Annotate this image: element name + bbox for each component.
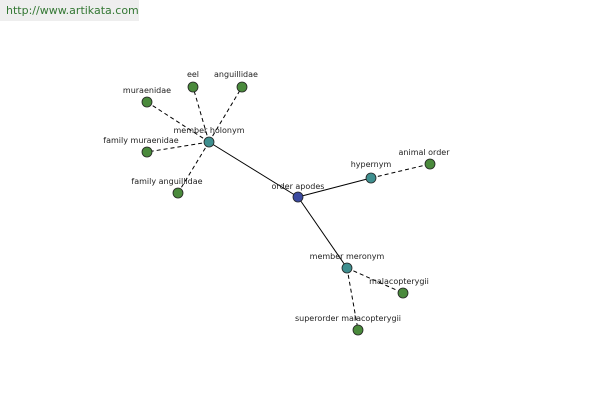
node-animal-order[interactable]: animal order <box>399 148 451 170</box>
node-order-apodes[interactable]: order apodes <box>272 182 325 203</box>
node-member-holonym[interactable]: member holonym <box>173 126 245 148</box>
node-superorder-malacopterygii[interactable]: superorder malacopterygii <box>295 314 401 336</box>
edge-member-holonym-to-family-muraenidae <box>146 141 210 153</box>
edge-order-apodes-to-member-holonym <box>208 141 299 198</box>
node-label: member meronym <box>310 252 385 261</box>
node-marker[interactable] <box>141 146 153 158</box>
node-marker[interactable] <box>141 96 153 108</box>
nodes-layer: order apodes member holonym hypernym member… <box>103 70 451 336</box>
node-muraenidae[interactable]: muraenidae <box>123 86 171 108</box>
site-link[interactable]: http://www.artikata.com <box>0 0 139 21</box>
edge-hypernym-to-animal-order <box>370 163 431 179</box>
node-member-meronym[interactable]: member meronym <box>310 252 385 274</box>
edge-order-apodes-to-member-meronym <box>297 196 348 269</box>
edge-order-apodes-to-hypernym <box>297 177 372 198</box>
node-marker[interactable] <box>424 158 436 170</box>
node-label: superorder malacopterygii <box>295 314 401 323</box>
edge-member-meronym-to-malacopterygii <box>346 267 404 294</box>
edges-layer <box>146 86 431 331</box>
node-anguillidae[interactable]: anguillidae <box>214 70 258 93</box>
node-marker[interactable] <box>187 81 199 93</box>
edge-member-meronym-to-superorder-malacopterygii <box>346 267 359 331</box>
node-eel[interactable]: eel <box>187 70 199 93</box>
node-marker[interactable] <box>203 136 215 148</box>
node-malacopterygii[interactable]: malacopterygii <box>369 277 429 299</box>
node-label: malacopterygii <box>369 277 429 286</box>
node-marker[interactable] <box>341 262 353 274</box>
node-label: family muraenidae <box>103 136 178 145</box>
edge-member-holonym-to-anguillidae <box>208 86 243 143</box>
node-label: family anguillidae <box>131 177 202 186</box>
node-label: hypernym <box>351 160 392 169</box>
node-marker[interactable] <box>352 324 364 336</box>
node-marker[interactable] <box>397 287 409 299</box>
node-hypernym[interactable]: hypernym <box>351 160 392 184</box>
node-label: member holonym <box>173 126 244 135</box>
node-marker[interactable] <box>292 191 304 203</box>
node-label: animal order <box>399 148 451 157</box>
edge-member-holonym-to-family-anguillidae <box>177 141 210 194</box>
node-label: eel <box>187 70 199 79</box>
node-marker[interactable] <box>236 81 248 93</box>
node-family-muraenidae[interactable]: family muraenidae <box>103 136 179 158</box>
node-label: muraenidae <box>123 86 171 95</box>
node-marker[interactable] <box>172 187 184 199</box>
node-label: order apodes <box>272 182 325 191</box>
edge-member-holonym-to-eel <box>192 86 210 143</box>
node-label: anguillidae <box>214 70 258 79</box>
node-family-anguillidae[interactable]: family anguillidae <box>131 177 203 199</box>
edge-member-holonym-to-muraenidae <box>146 101 210 143</box>
node-marker[interactable] <box>365 172 377 184</box>
